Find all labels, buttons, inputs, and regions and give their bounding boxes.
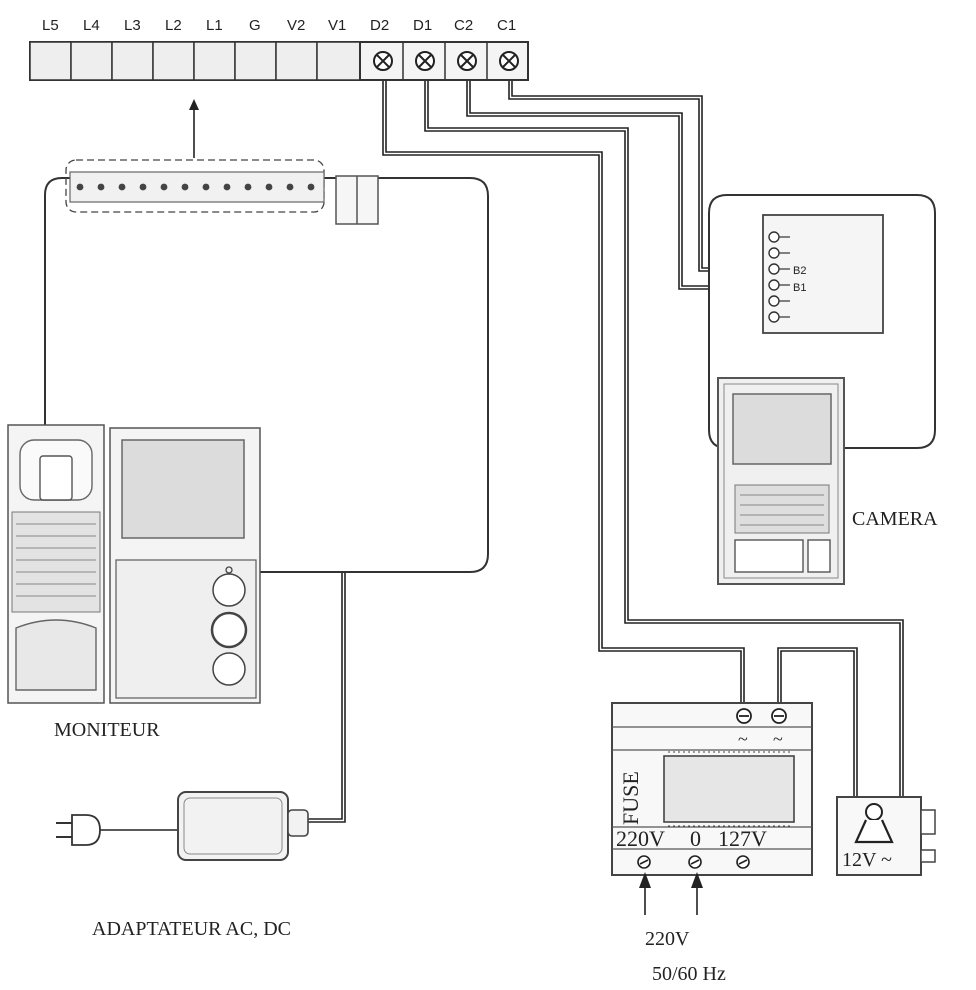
door-lock: 12V ~ [836, 796, 936, 876]
mains-arrows [639, 872, 703, 915]
terminal-cell-l5 [29, 41, 72, 81]
terminal-label-g: G [249, 17, 261, 34]
terminal-label-v2: V2 [287, 17, 305, 34]
monitor-connector-row [69, 171, 325, 203]
camera-lens-window [732, 393, 832, 465]
lock-voltage-label: 12V ~ [842, 849, 892, 871]
psu-fuse-label: FUSE [618, 771, 643, 825]
handset-speaker-grille [11, 511, 101, 613]
terminal-cell-g [234, 41, 277, 81]
terminal-label-l5: L5 [42, 17, 59, 34]
psu-screw-icon-right [771, 708, 787, 724]
monitor-indicator-icon [225, 566, 233, 574]
camera-call-button [807, 539, 831, 573]
terminal-cell-l3 [111, 41, 154, 81]
wire-d1-b [424, 80, 901, 800]
mains-arrow-icon-2 [691, 872, 703, 888]
mains-voltage-label: 220V [645, 928, 690, 950]
wires [100, 80, 904, 831]
handset-hook [39, 455, 73, 501]
terminal-cell-v2 [275, 41, 318, 81]
plug-icon [56, 814, 101, 846]
terminal-label-l1: L1 [206, 17, 223, 34]
bell-icon [854, 803, 894, 844]
wire-psu-lock-b [780, 650, 855, 800]
wire-d2-a [385, 80, 745, 714]
b1-label: B1 [793, 282, 806, 294]
mains-frequency-label: 50/60 Hz [652, 963, 726, 985]
monitor-device [7, 424, 261, 704]
terminal-label-d2: D2 [370, 17, 389, 34]
adapter-device [56, 791, 309, 861]
wire-adapter-b [308, 572, 343, 820]
wire-d1-a [427, 80, 904, 800]
terminal-cell-l2 [152, 41, 195, 81]
moniteur-label: MONITEUR [54, 719, 160, 741]
wire-psu-lock-a [777, 647, 858, 800]
b2-label: B2 [793, 265, 806, 277]
terminal-cell-l4 [70, 41, 113, 81]
camera-terminal-board [762, 214, 884, 334]
psu-127v-label: 127V [718, 826, 767, 851]
strip-arrow-head [189, 99, 199, 110]
terminal-label-d1: D1 [413, 17, 432, 34]
adapter-label: ADAPTATEUR AC, DC [92, 918, 291, 940]
psu-input-screw-icon-2 [688, 855, 702, 869]
adapter-body [177, 791, 289, 861]
monitor-button-1-icon [212, 573, 246, 607]
monitor-screen [121, 439, 245, 539]
wire-adapter-a [308, 572, 346, 823]
terminal-label-c2: C2 [454, 17, 473, 34]
b1-screw-icon [768, 279, 780, 291]
adapter-cable-grommet [287, 809, 309, 837]
camera-label: CAMERA [852, 508, 938, 530]
monitor-button-3-icon [212, 652, 246, 686]
terminal-label-l3: L3 [124, 17, 141, 34]
camera-unit: B2 B1 [708, 194, 936, 585]
camera-name-tag [734, 539, 804, 573]
terminal-label-c1: C1 [497, 17, 516, 34]
psu-screw-icon-left [736, 708, 752, 724]
screw-icon-c2 [457, 51, 477, 71]
terminal-label-l2: L2 [165, 17, 182, 34]
terminal-cell-l1 [193, 41, 236, 81]
psu-input-screw-icon-1 [637, 855, 651, 869]
terminal-strip: L5 L4 L3 L2 L1 G V2 V1 D2 D1 C2 C1 [29, 17, 529, 81]
terminal-label-v1: V1 [328, 17, 346, 34]
psu-transformer [663, 755, 795, 823]
psu-tilde-2: ~ [773, 729, 783, 749]
b2-screw-icon [768, 263, 780, 275]
camera-speaker-grille [734, 484, 830, 534]
screw-icon-d2 [373, 51, 393, 71]
psu-tilde-1: ~ [738, 729, 748, 749]
terminal-label-l4: L4 [83, 17, 100, 34]
wire-d2-b [382, 80, 742, 714]
monitor-button-2-icon [210, 611, 248, 649]
terminal-cell-v1 [316, 41, 361, 81]
screw-icon-c1 [499, 51, 519, 71]
power-supply: ~ ~ FUSE 220V 0 127V [611, 702, 813, 876]
handset-earpiece [15, 619, 97, 691]
mains-arrow-icon-1 [639, 872, 651, 888]
psu-input-screw-icon-3 [736, 855, 750, 869]
psu-0-label: 0 [690, 826, 701, 851]
screw-icon-d1 [415, 51, 435, 71]
psu-220v-label: 220V [616, 826, 665, 851]
